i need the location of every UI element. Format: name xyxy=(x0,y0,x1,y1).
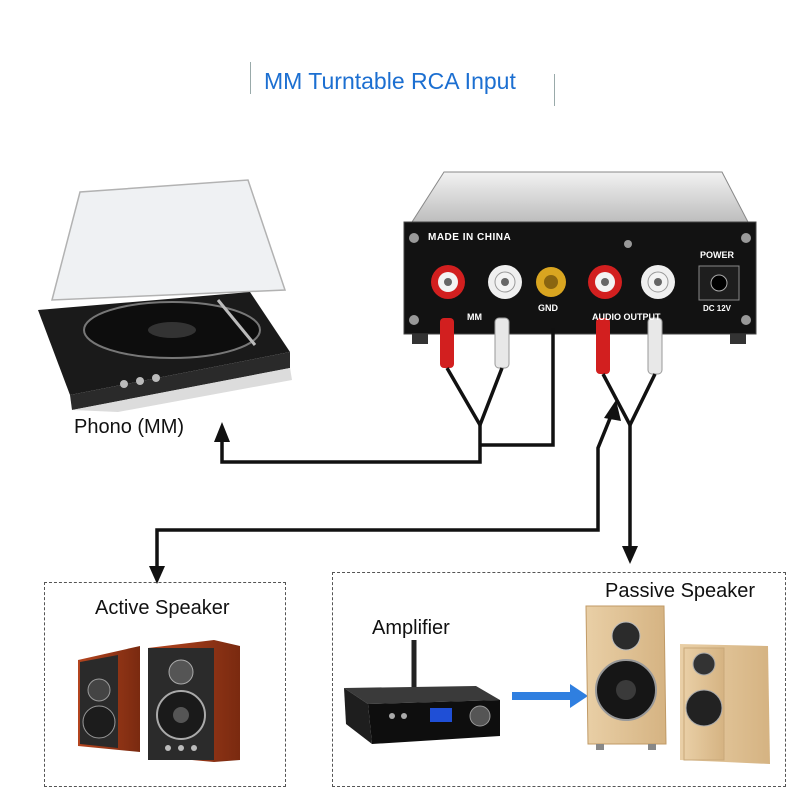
power-label: POWER xyxy=(700,250,735,260)
amp-to-speaker-arrow xyxy=(512,684,588,708)
mm-input-label: MM xyxy=(467,312,482,322)
active-speaker-box xyxy=(44,582,286,787)
active-speaker-label: Active Speaker xyxy=(95,597,230,619)
phono-preamp xyxy=(403,171,757,344)
gnd-label: GND xyxy=(538,303,558,313)
passive-speaker-image xyxy=(585,605,770,764)
diagram-title: MM Turntable RCA Input xyxy=(264,68,516,94)
passive-speaker-box xyxy=(332,572,786,787)
amplifier-image xyxy=(344,640,500,744)
dc-voltage-label: DC 12V xyxy=(703,304,732,313)
signal-cables xyxy=(155,328,657,568)
passive-speaker-label: Passive Speaker xyxy=(605,580,756,602)
audio-output-label: AUDIO OUTPUT xyxy=(592,312,661,322)
rca-plugs xyxy=(440,317,663,375)
amplifier-label: Amplifier xyxy=(372,617,450,639)
active-speaker-image xyxy=(78,640,240,762)
made-in-label: MADE IN CHINA xyxy=(428,232,512,243)
cable-arrowheads xyxy=(149,400,638,584)
title-frame: MM Turntable RCA Input xyxy=(250,62,555,106)
phono-label: Phono (MM) xyxy=(74,416,185,438)
turntable xyxy=(38,179,292,412)
